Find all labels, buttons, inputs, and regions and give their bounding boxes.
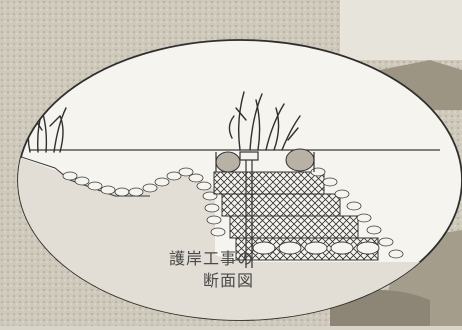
cross-section-diagram [17, 39, 462, 321]
left-rubble [62, 167, 226, 237]
caption-line-1: 護岸工事の [168, 249, 254, 268]
vertical-pile [239, 151, 259, 268]
right-rubble [310, 167, 404, 259]
vegetation-top [228, 91, 301, 151]
top-boulders [215, 148, 315, 173]
top-posts [215, 152, 315, 172]
foundation-stones [252, 241, 380, 255]
caption-line-2: 断面図 [202, 271, 254, 290]
diagram-caption: 護岸工事の 断面図 [96, 248, 254, 292]
